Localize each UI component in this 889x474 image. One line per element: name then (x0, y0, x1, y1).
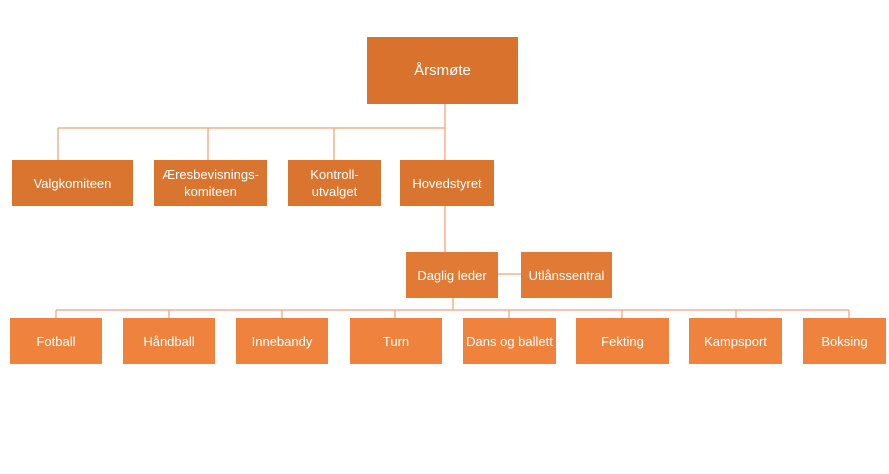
node-group-dans-og-ballett-label: Dans og ballett (466, 333, 553, 349)
node-group-turn: Turn (350, 318, 442, 364)
node-valgkomiteen-label: Valgkomiteen (33, 175, 112, 191)
node-group-innebandy: Innebandy (236, 318, 328, 364)
node-utlanssentral: Utlånssentral (521, 252, 612, 298)
node-group-fekting: Fekting (576, 318, 669, 364)
node-arsmote-label: Årsmøte (414, 62, 471, 79)
node-daglig-leder-label: Daglig leder (417, 267, 487, 283)
node-kontrollutvalget: Kontroll- utvalget (288, 160, 381, 206)
node-group-fotball-label: Fotball (36, 333, 76, 349)
node-group-dans-og-ballett: Dans og ballett (463, 318, 556, 364)
node-group-boksing-label: Boksing (821, 333, 868, 349)
node-group-handball: Håndball (123, 318, 215, 364)
node-utlanssentral-label: Utlånssentral (528, 267, 605, 283)
node-group-fekting-label: Fekting (601, 333, 644, 349)
node-group-turn-label: Turn (382, 333, 410, 349)
node-kontrollutvalget-label: Kontroll- utvalget (310, 167, 359, 199)
node-arsmote: Årsmøte (367, 37, 518, 104)
node-group-innebandy-label: Innebandy (251, 333, 313, 349)
node-valgkomiteen: Valgkomiteen (12, 160, 133, 206)
node-daglig-leder: Daglig leder (406, 252, 498, 298)
node-group-kampsport-label: Kampsport (704, 333, 767, 349)
node-hovedstyret-label: Hovedstyret (412, 175, 482, 191)
node-group-boksing: Boksing (803, 318, 886, 364)
node-aeresbevisningskomiteen-label: Æresbevisnings- komiteen (162, 167, 259, 199)
node-group-handball-label: Håndball (143, 333, 195, 349)
node-hovedstyret: Hovedstyret (400, 160, 494, 206)
node-aeresbevisningskomiteen: Æresbevisnings- komiteen (154, 160, 267, 206)
node-group-fotball: Fotball (10, 318, 102, 364)
node-group-kampsport: Kampsport (689, 318, 782, 364)
